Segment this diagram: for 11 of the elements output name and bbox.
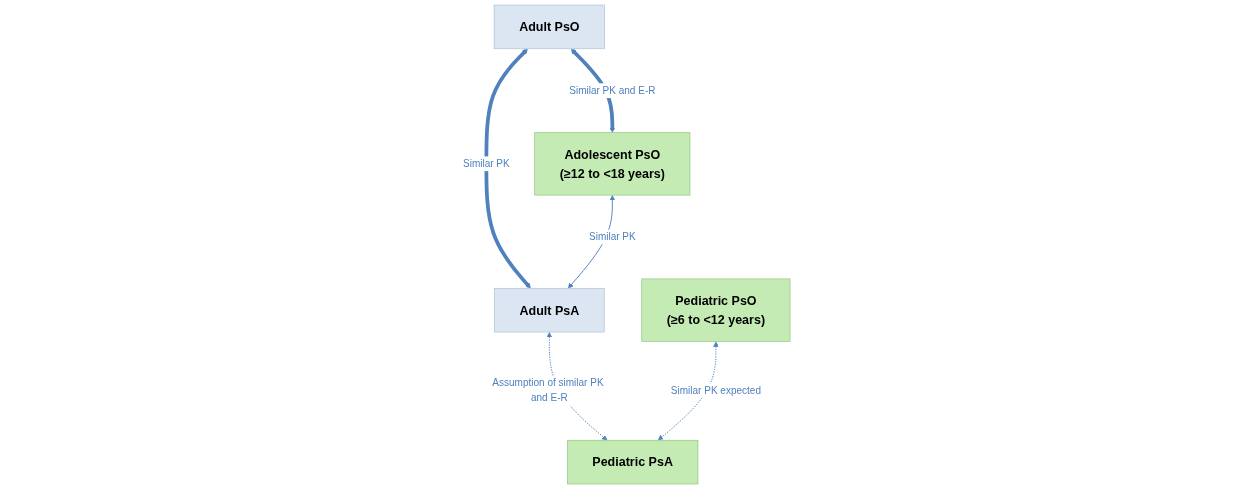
- node-box: Adult PsA: [494, 287, 605, 333]
- edge-label: Similar PK and E-R: [569, 85, 656, 96]
- node-box: Pediatric PsO (≥6 to <12 years): [641, 278, 791, 342]
- node-box: Adolescent PsO (≥12 to <18 years): [534, 132, 691, 196]
- node-box: Adult PsO: [493, 4, 605, 50]
- node-box: Pediatric PsA: [566, 439, 699, 485]
- edge-label: Assumption of similar PK and E-R: [492, 377, 604, 404]
- edge-label: Similar PK: [588, 231, 636, 242]
- edge-label: Similar PK: [462, 158, 510, 169]
- arrow: [484, 48, 531, 289]
- edge-label: Similar PK expected: [670, 385, 761, 396]
